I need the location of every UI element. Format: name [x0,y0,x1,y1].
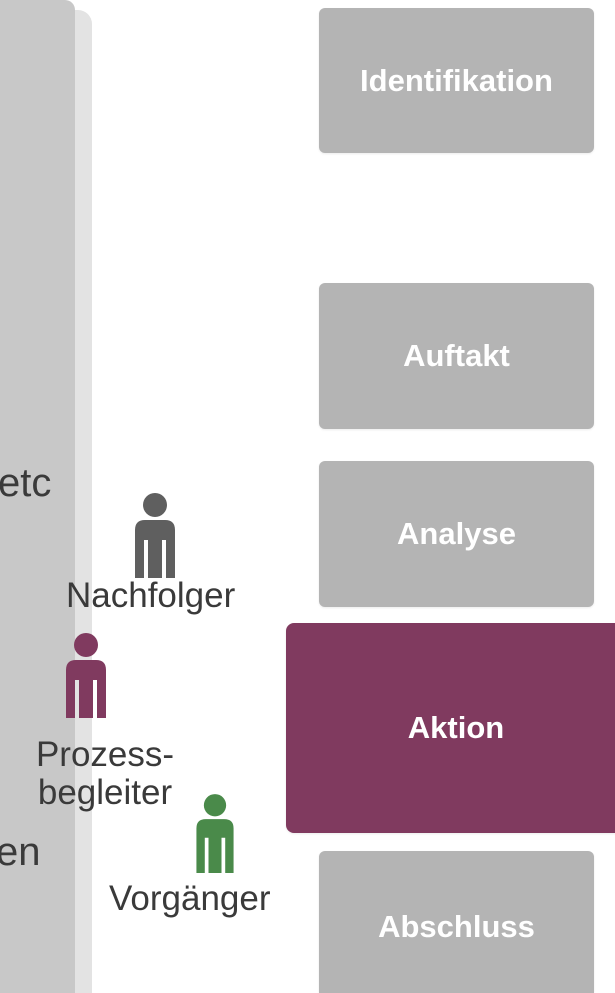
phase-analyse[interactable]: Analyse [319,461,594,607]
side-panel-front [0,0,75,993]
person-label-line: begleiter [37,773,173,812]
phase-label: Abschluss [378,909,535,944]
person-icon [135,493,175,578]
panel-text-etc: etc [0,461,52,505]
phase-auftakt[interactable]: Auftakt [319,283,594,429]
person-label-vorganger: Vorgänger [109,879,271,918]
phase-label: Aktion [407,710,505,745]
person-label-nachfolger: Nachfolger [66,576,236,615]
person-icon [196,794,234,873]
phase-label: Analyse [397,516,516,551]
panel-text-en: en [0,830,41,874]
phase-abschluss[interactable]: Abschluss [319,851,594,993]
phase-label: Identifikation [360,62,553,98]
person-label-line: Prozess- [35,735,175,774]
phase-aktion[interactable]: Aktion [286,623,615,833]
phase-label: Auftakt [403,338,510,373]
phase-identifikation[interactable]: Identifikation [319,8,594,153]
person-icon [66,633,106,718]
person-label-prozessbegleiter: Prozess- begleiter [20,736,190,812]
